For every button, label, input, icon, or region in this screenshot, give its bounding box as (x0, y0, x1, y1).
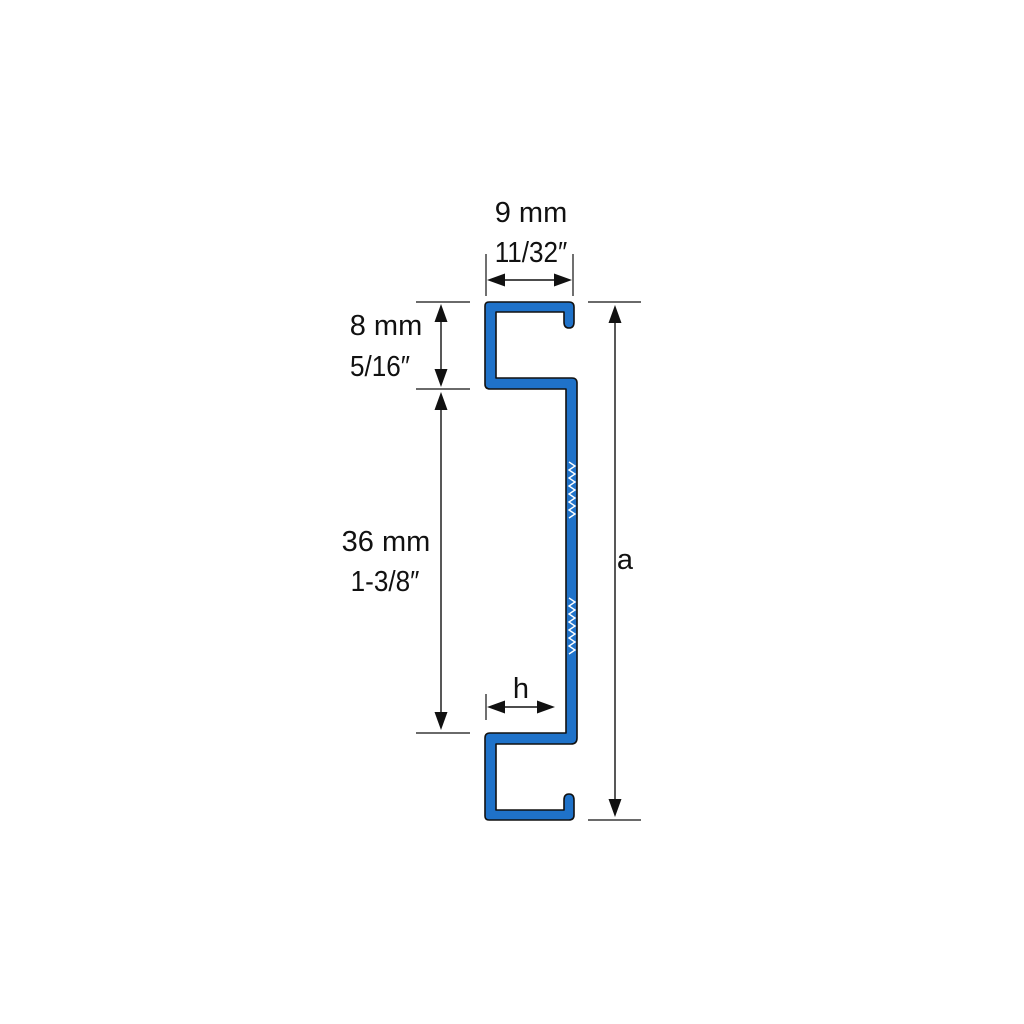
web-arrow-down (434, 712, 448, 730)
web-dimension: 36 mm 1-3/8″ (342, 392, 470, 734)
flange-dimension: 8 mm 5/16″ (350, 301, 470, 390)
overall-arrow-down (608, 799, 622, 817)
web-arrow-up (434, 392, 448, 410)
flange-metric-label: 8 mm (350, 310, 423, 342)
width-arrow-left (487, 273, 505, 287)
width-metric-label: 9 mm (495, 197, 568, 229)
web-imperial-label: 1-3/8″ (351, 565, 420, 598)
profile-section (484, 301, 578, 821)
web-metric-label: 36 mm (342, 526, 431, 558)
width-arrow-right (554, 273, 572, 287)
overall-dimension: a (588, 301, 641, 821)
depth-arrow-left (487, 700, 505, 714)
flange-arrow-down (434, 369, 448, 387)
overall-arrow-up (608, 305, 622, 323)
flange-arrow-up (434, 304, 448, 322)
depth-arrow-right (537, 700, 555, 714)
depth-label: h (513, 673, 529, 705)
width-dimension: 9 mm 11/32″ (485, 197, 574, 296)
depth-dimension: h (485, 673, 555, 720)
serration-ridges-upper (567, 461, 577, 519)
flange-imperial-label: 5/16″ (350, 350, 410, 383)
width-imperial-label: 11/32″ (495, 236, 568, 269)
overall-label: a (617, 544, 634, 576)
profile-shape (484, 301, 578, 821)
serration-ridges-lower (567, 597, 577, 655)
